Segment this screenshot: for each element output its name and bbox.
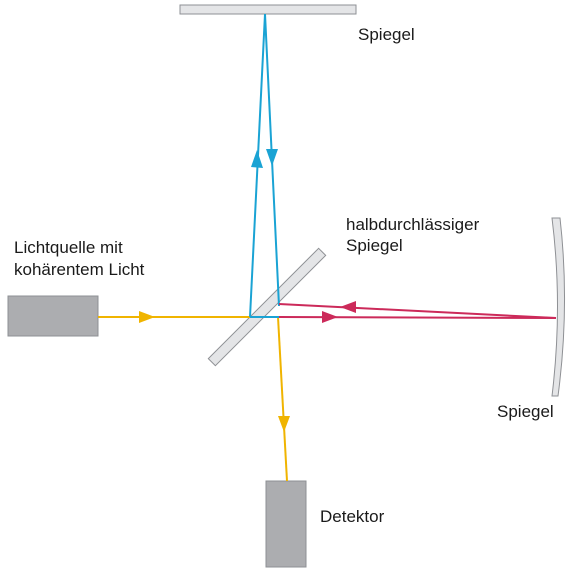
horizontal-arm-beam — [278, 303, 557, 319]
detector-beam-arrow — [278, 416, 290, 432]
horizontal-arm-arrow-back — [340, 301, 356, 313]
top-mirror-label: Spiegel — [358, 25, 415, 44]
detector — [265, 480, 307, 568]
horizontal-arm-arrow-out — [322, 311, 338, 323]
detector-beam — [277, 316, 288, 482]
detector-label: Detektor — [320, 507, 385, 526]
vertical-arm-arrow-up — [251, 150, 263, 168]
source-beam-arrow — [139, 311, 155, 323]
right-mirror — [551, 217, 566, 397]
beam-splitter-label-line2: Spiegel — [346, 236, 403, 255]
vertical-arm-beam — [249, 13, 280, 318]
right-mirror-label: Spiegel — [497, 402, 554, 421]
top-mirror — [179, 4, 357, 15]
light-source — [7, 295, 99, 337]
vertical-arm-arrow-down — [266, 149, 278, 166]
light-source-label-line2: kohärentem Licht — [14, 260, 145, 279]
beam-splitter-label-line1: halbdurchlässiger — [346, 215, 480, 234]
light-source-label-line1: Lichtquelle mit — [14, 238, 123, 257]
beam-splitter — [207, 247, 327, 367]
